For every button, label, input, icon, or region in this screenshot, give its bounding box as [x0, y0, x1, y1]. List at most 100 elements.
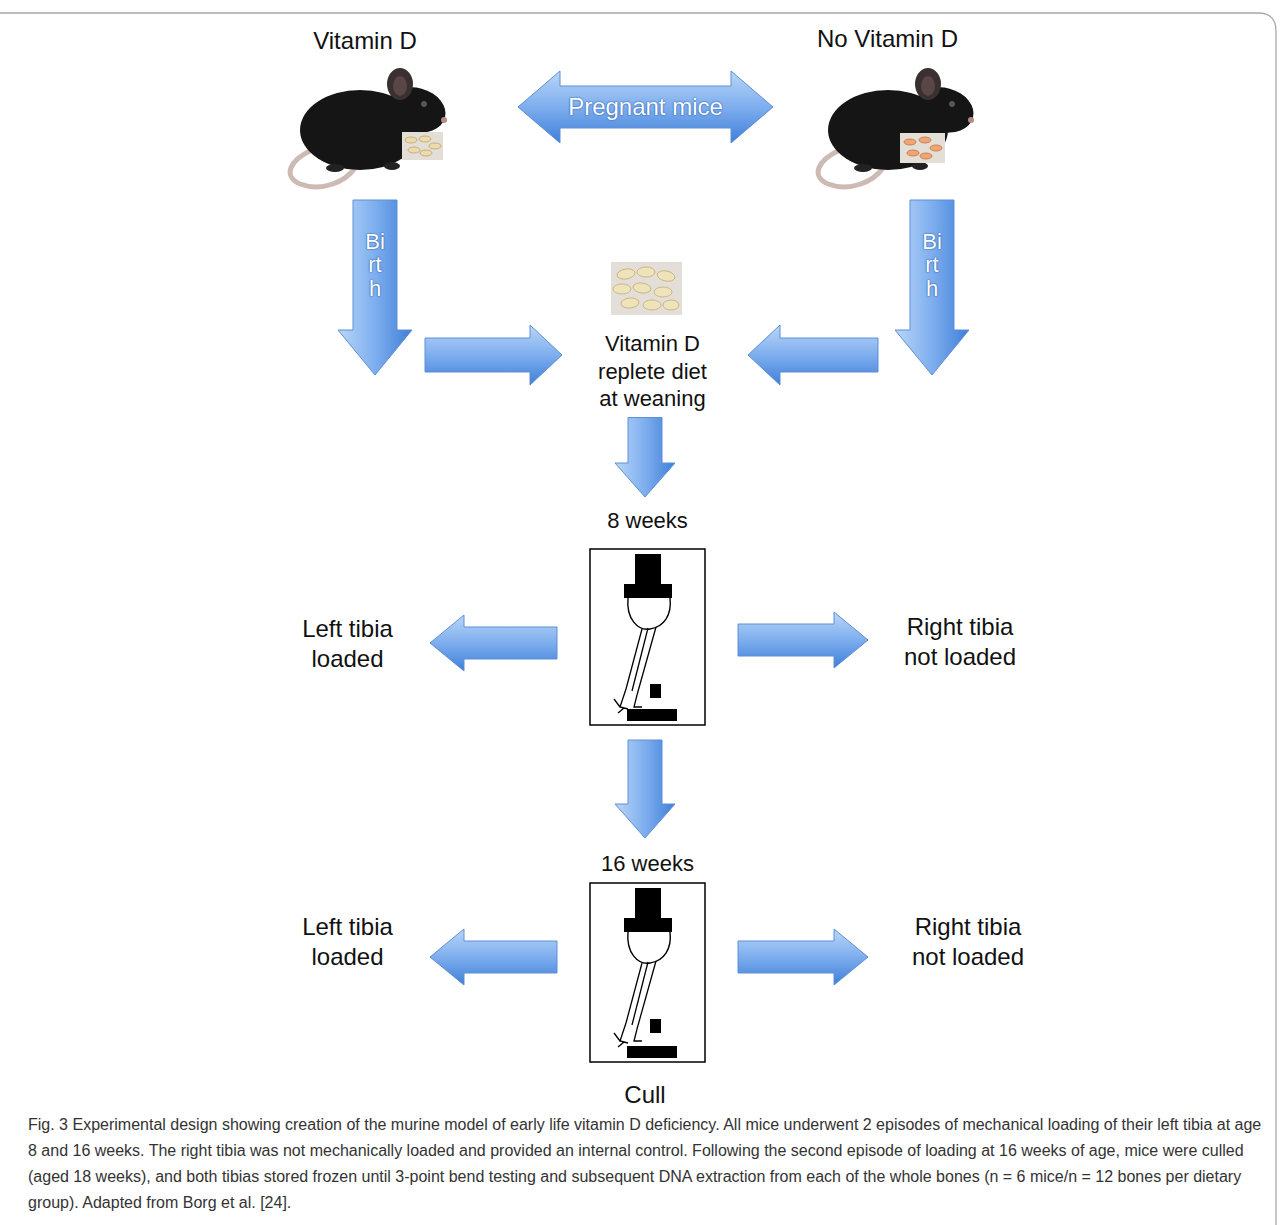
- mouse-nose: [441, 117, 447, 123]
- device-platen: [635, 554, 661, 584]
- foot-outline: [614, 1023, 642, 1047]
- block-arrow-shape: [615, 418, 675, 498]
- loading-device: [590, 549, 705, 725]
- block-arrow-shape: [748, 325, 878, 385]
- mouse-group-box: Vitamin D: [280, 24, 450, 185]
- loading-device: [590, 883, 705, 1062]
- arrow-label: Birth: [921, 230, 943, 299]
- block-arrow: [430, 615, 557, 671]
- pellet: [632, 282, 651, 294]
- node-heading: Left tibia loaded: [280, 614, 415, 674]
- pellet: [656, 269, 676, 283]
- pellet-background: [611, 262, 682, 315]
- pellet: [904, 139, 916, 145]
- device-base: [627, 709, 677, 721]
- outcome-text: Left tibia loaded: [280, 614, 415, 674]
- device-cup: [650, 1019, 661, 1033]
- pellet: [930, 145, 942, 151]
- device-cup: [650, 684, 661, 698]
- pellet: [419, 136, 431, 142]
- pellet: [621, 297, 640, 309]
- pellet-background: [900, 133, 945, 163]
- pellet: [613, 284, 631, 294]
- pellet: [907, 150, 919, 156]
- block-arrow: [738, 612, 868, 668]
- block-arrow-shape: [425, 325, 562, 385]
- node-heading: 16 weeks: [588, 850, 708, 878]
- block-arrow-shape: [430, 615, 557, 671]
- device-platen: [624, 918, 672, 932]
- block-arrow: [430, 929, 557, 985]
- mouse-eye: [949, 101, 955, 107]
- pellet: [405, 137, 417, 143]
- node-heading: Left tibia loaded: [280, 912, 415, 972]
- mouse-illustration: [818, 68, 979, 187]
- mouse-ear-inner: [921, 76, 935, 96]
- device-base: [627, 1046, 677, 1058]
- pellet-background: [402, 132, 443, 160]
- diet-box: Vitamin D replete diet at weaning: [565, 255, 740, 413]
- mouse-nose: [968, 117, 974, 123]
- pellet: [654, 287, 672, 297]
- pellet-image: [900, 133, 945, 163]
- outcome-text: Right tibia not loaded: [898, 912, 1038, 972]
- node-heading: Right tibia not loaded: [890, 612, 1030, 672]
- loading-box: 16 weeks: [585, 848, 710, 1066]
- mouse-foot: [384, 162, 400, 170]
- block-arrow-shape: [430, 929, 557, 985]
- pellet-image: [402, 132, 443, 160]
- pellet: [919, 137, 931, 143]
- outcome-text: Right tibia not loaded: [890, 612, 1030, 672]
- pellet: [616, 268, 635, 281]
- block-arrow: [518, 71, 773, 143]
- mouse-eye: [421, 101, 427, 107]
- block-arrow-shape: [895, 200, 969, 375]
- pellet: [637, 267, 655, 277]
- block-arrow: [748, 200, 969, 385]
- outcome-text: Left tibia loaded: [280, 912, 415, 972]
- block-arrow-shape: [738, 612, 868, 668]
- arrow-label: Pregnant mice: [568, 93, 723, 121]
- knee-outline: [628, 932, 671, 963]
- pellet: [663, 300, 679, 310]
- node-heading: No Vitamin D: [803, 24, 973, 54]
- mouse-group-box: No Vitamin D: [800, 22, 975, 185]
- arrow-label: Birth: [364, 230, 386, 299]
- pellet: [643, 300, 661, 310]
- block-arrow: [615, 418, 675, 498]
- mouse-ear: [387, 68, 413, 100]
- pellet: [920, 153, 932, 159]
- loading-box: 8 weeks: [585, 505, 710, 727]
- device-frame: [590, 549, 705, 725]
- pellet: [408, 147, 420, 153]
- block-arrow-shape: [738, 929, 868, 985]
- tibia-outline: [626, 961, 656, 1029]
- mouse-foot: [326, 164, 344, 172]
- node-heading: Right tibia not loaded: [898, 912, 1038, 972]
- block-arrow-shape: [338, 200, 412, 375]
- mouse-foot: [912, 162, 928, 170]
- block-arrow: [615, 740, 675, 838]
- block-arrow: [338, 200, 562, 385]
- node-heading: 8 weeks: [588, 507, 708, 535]
- knee-outline: [628, 598, 671, 629]
- pellet: [420, 150, 432, 156]
- node-heading: Vitamin D: [283, 26, 448, 56]
- device-frame: [590, 883, 705, 1062]
- pellet-image: [611, 262, 682, 315]
- stage-label: Cull: [545, 1081, 745, 1109]
- figure-frame: [0, 13, 1276, 1225]
- node-heading: Vitamin D replete diet at weaning: [590, 330, 715, 413]
- block-arrow-shape: [518, 71, 773, 143]
- block-arrow-shape: [615, 740, 675, 838]
- block-arrow: [738, 929, 868, 985]
- device-platen: [624, 584, 672, 598]
- mouse-ear: [915, 68, 941, 100]
- mouse-foot: [854, 164, 872, 172]
- device-platen: [635, 888, 661, 918]
- figure-caption: Fig. 3 Experimental design showing creat…: [28, 1112, 1268, 1216]
